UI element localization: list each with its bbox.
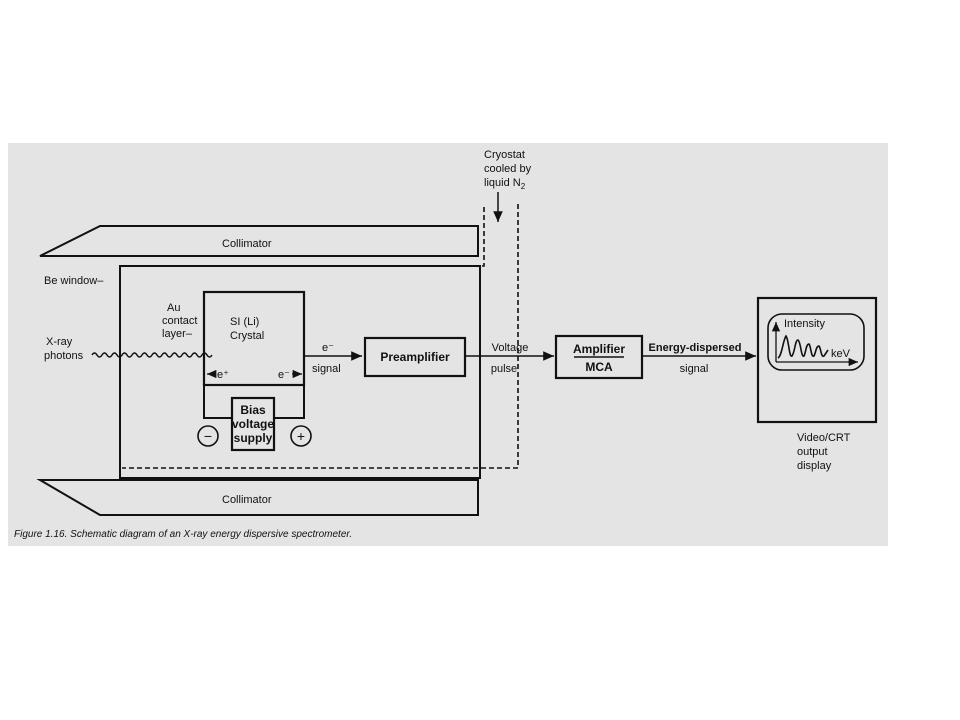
energy-signal-line1: Energy-dispersed xyxy=(649,342,742,354)
crystal-label-line2: Crystal xyxy=(230,330,264,342)
minus-terminal-sign: − xyxy=(204,428,212,444)
kev-label: keV xyxy=(831,348,851,360)
collimator-bottom-label: Collimator xyxy=(222,494,272,506)
crystal-label-line1: SI (Li) xyxy=(230,316,259,328)
bias-label-line3: supply xyxy=(234,431,273,445)
cryostat-label-line3: liquid N2 xyxy=(484,177,526,191)
e-signal-line1: e⁻ xyxy=(322,342,334,354)
crt-screen xyxy=(767,313,865,371)
plus-terminal-icon xyxy=(290,425,312,447)
xray-photons-line2: photons xyxy=(44,350,84,362)
bias-supply-box xyxy=(230,396,276,452)
voltage-pulse-line1: Voltage xyxy=(492,342,529,354)
cryostat-dashed-right xyxy=(122,204,519,469)
be-window-label: Be window– xyxy=(44,275,104,287)
e-plus-label: e⁺ xyxy=(217,369,229,381)
e-signal-line2: signal xyxy=(312,363,341,375)
voltage-pulse-line2: pulse xyxy=(491,363,517,375)
energy-signal-line2: signal xyxy=(680,363,709,375)
e-minus-label: e⁻ xyxy=(278,369,290,381)
cryostat-label-line2: cooled by xyxy=(484,163,532,175)
si-li-crystal-box xyxy=(202,290,306,387)
au-contact-line1: Au xyxy=(167,302,180,314)
display-label-line1: Video/CRT xyxy=(797,432,851,444)
collimator-bottom-shape xyxy=(36,479,479,516)
display-label-line3: display xyxy=(797,460,832,472)
crt-display-box xyxy=(756,296,878,424)
mca-label: MCA xyxy=(585,360,613,374)
preamplifier-box xyxy=(363,336,467,378)
amplifier-label: Amplifier xyxy=(573,342,625,356)
xray-photons-line1: X-ray xyxy=(46,336,73,348)
plus-terminal-sign: + xyxy=(297,428,305,444)
display-label-line2: output xyxy=(797,446,828,458)
xray-photon-wave xyxy=(91,352,213,358)
collimator-top-shape xyxy=(39,225,479,257)
au-contact-line3: layer– xyxy=(162,328,193,340)
amplifier-mca-box xyxy=(554,334,644,380)
collimator-top-label: Collimator xyxy=(222,238,272,250)
au-contact-line2: contact xyxy=(162,315,197,327)
cryostat-dashed-boundary xyxy=(478,207,485,267)
bias-label-line1: Bias xyxy=(240,403,266,417)
minus-terminal-icon xyxy=(197,425,219,447)
intensity-label: Intensity xyxy=(784,318,825,330)
figure-caption: Figure 1.16. Schematic diagram of an X-r… xyxy=(14,529,352,540)
bias-wire xyxy=(203,385,305,419)
bias-label-line2: voltage xyxy=(232,417,274,431)
cryostat-label-line1: Cryostat xyxy=(484,149,525,161)
spectrum-trace xyxy=(777,334,829,359)
preamplifier-label: Preamplifier xyxy=(380,350,450,364)
scan-background xyxy=(8,143,888,546)
